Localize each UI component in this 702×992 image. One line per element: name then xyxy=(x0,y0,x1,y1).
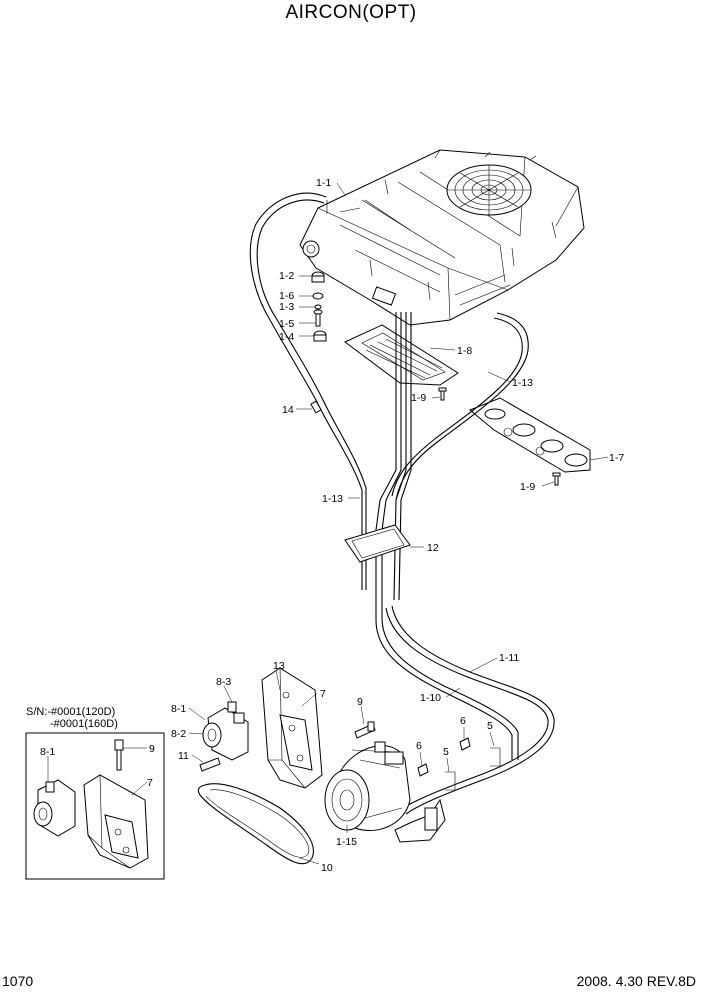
inset-callout-7: 7 xyxy=(147,777,153,789)
leader-lines xyxy=(47,182,609,865)
hoses xyxy=(249,192,555,843)
callout-6-right: 6 xyxy=(460,715,466,727)
bolts-1-9 xyxy=(438,387,561,486)
inset-callout-9: 9 xyxy=(149,743,155,755)
callout-8-2: 8-2 xyxy=(171,728,186,740)
callout-1-9-lower: 1-9 xyxy=(520,481,535,493)
serial-note-line2: -#0001(160D) xyxy=(50,718,118,730)
callout-9: 9 xyxy=(357,696,363,708)
callout-1-10: 1-10 xyxy=(420,692,441,704)
callout-6-left: 6 xyxy=(416,740,422,752)
v-belt xyxy=(197,783,314,865)
callout-labels: 1-1 1-2 1-6 1-3 1-5 1-4 1-8 1-13 1-9 14 … xyxy=(26,177,624,874)
callout-1-13-upper: 1-13 xyxy=(512,377,533,389)
inset-callout-8-1: 8-1 xyxy=(40,746,55,758)
callout-14: 14 xyxy=(282,404,294,416)
bolts xyxy=(199,721,471,777)
idler-tensioner xyxy=(202,701,249,761)
serial-inset xyxy=(25,732,165,880)
page-number: 1070 xyxy=(2,973,34,989)
callout-1-4: 1-4 xyxy=(279,331,294,343)
callout-10: 10 xyxy=(321,862,333,874)
serial-note-line1: S/N:-#0001(120D) xyxy=(26,706,115,718)
callout-1-8: 1-8 xyxy=(457,345,472,357)
revision-date: 2008. 4.30 REV.8D xyxy=(576,973,696,989)
callout-1-13-lower: 1-13 xyxy=(322,493,343,505)
page-title: AIRCON(OPT) xyxy=(285,2,417,23)
callout-8-3: 8-3 xyxy=(216,676,231,688)
callout-1-3: 1-3 xyxy=(279,301,294,313)
callout-1-9-upper: 1-9 xyxy=(411,392,426,404)
callout-1-2: 1-2 xyxy=(279,270,294,282)
callout-13: 13 xyxy=(273,660,285,672)
mounting-hardware xyxy=(311,271,327,342)
callout-1-1: 1-1 xyxy=(316,177,331,189)
compressor xyxy=(324,741,411,831)
callout-1-7: 1-7 xyxy=(609,452,624,464)
callout-7: 7 xyxy=(320,688,326,700)
callout-11: 11 xyxy=(178,750,189,762)
vent-panel xyxy=(469,397,591,473)
callout-5-right: 5 xyxy=(487,720,493,732)
aircon-unit xyxy=(299,149,585,326)
callout-8-1: 8-1 xyxy=(171,703,186,715)
callout-1-15: 1-15 xyxy=(336,836,357,848)
fan-grille xyxy=(446,164,532,216)
callout-1-5: 1-5 xyxy=(279,318,294,330)
callout-5-left: 5 xyxy=(443,746,449,758)
callout-12: 12 xyxy=(427,542,439,554)
mounting-bracket xyxy=(261,667,323,789)
callout-1-11: 1-11 xyxy=(499,652,519,664)
callout-1-6: 1-6 xyxy=(279,290,294,302)
